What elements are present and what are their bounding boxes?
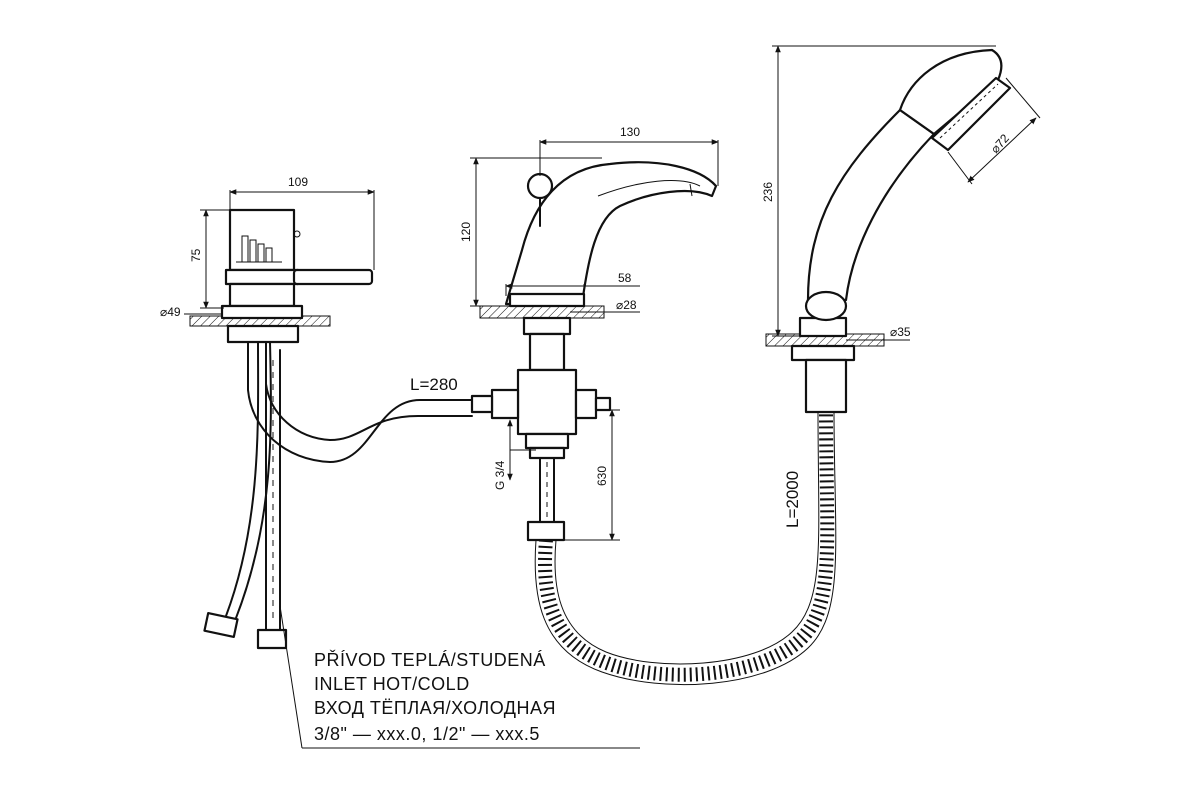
mixer-body <box>228 208 296 272</box>
shower-face-plate <box>930 76 1012 152</box>
spout-height-dimension: 120 <box>459 222 473 242</box>
cold-inlet-nut <box>203 611 239 639</box>
mixer-dimensions: 109 75 ⌀49 <box>160 175 375 319</box>
hot-inlet-nut <box>256 628 288 650</box>
shower-head-diameter-dimension: ⌀72 <box>988 131 1012 156</box>
hose-connector-nut <box>526 520 566 542</box>
inlet-note: PŘÍVOD TEPLÁ/STUDENÁ INLET HOT/COLD ВХОД… <box>279 605 640 749</box>
diverter-lower-nut <box>524 432 570 450</box>
pipe-length-label: L=280 <box>410 375 458 394</box>
spout-dimensions: 130 120 58 ⌀28 630 G 3/4 <box>459 125 719 541</box>
connecting-pipe-inner <box>329 415 473 441</box>
shower-shank <box>804 358 848 414</box>
mixer-indicator-dot <box>293 230 301 238</box>
spout-body <box>504 161 718 306</box>
diverter-left-nipple <box>470 394 494 414</box>
spout-width-dimension: 130 <box>620 125 640 139</box>
shower-lower-nut <box>790 344 856 362</box>
diverter-block <box>516 368 578 436</box>
mixer-height-dimension: 75 <box>189 248 203 262</box>
connector-length-dimension: 630 <box>595 466 609 486</box>
shower-handle <box>806 108 936 302</box>
shower-height-dimension: 236 <box>761 182 775 202</box>
mixer-supply-hoses <box>225 341 331 633</box>
mixer-collar <box>224 268 300 286</box>
mixer-base-diameter-dimension: ⌀49 <box>160 305 181 319</box>
note-line-english: INLET HOT/COLD <box>314 674 470 694</box>
mixer-nut <box>220 304 304 320</box>
shower-handle-end <box>804 290 848 322</box>
mixer-base-nut <box>226 324 300 344</box>
spout-highlight <box>597 180 701 197</box>
spout-unit <box>470 161 718 542</box>
spout-base-rim <box>508 292 586 308</box>
shower-head-body <box>898 48 1003 136</box>
mixer-control-unit <box>189 208 473 650</box>
shower-hose <box>534 409 837 686</box>
diverter-left-fitting <box>490 388 520 420</box>
thread-size-dimension: G 3/4 <box>493 460 507 490</box>
hand-shower-unit <box>765 48 1012 414</box>
mixer-grip-fins <box>236 235 282 263</box>
note-line-russian: ВХОД ТЁПЛАЯ/ХОЛОДНАЯ <box>314 698 556 718</box>
hose-length-label: L=2000 <box>783 471 802 528</box>
mixer-lower-body <box>228 282 296 308</box>
mixer-width-dimension: 109 <box>288 175 308 189</box>
pop-up-knob <box>526 172 554 200</box>
diverter-outlet <box>528 446 566 460</box>
spout-base-width-dimension: 58 <box>618 271 632 285</box>
shower-base-diameter-dimension: ⌀35 <box>890 325 911 339</box>
note-line-czech: PŘÍVOD TEPLÁ/STUDENÁ <box>314 650 546 670</box>
diverter-right-cap <box>594 396 612 412</box>
spout-shank <box>528 332 566 372</box>
spout-base-diameter-dimension: ⌀28 <box>616 298 637 312</box>
diverter-right-fitting <box>574 388 598 420</box>
mixer-lever <box>292 268 374 286</box>
note-line-sizes: 3/8" — xxx.0, 1/2" — xxx.5 <box>314 724 540 744</box>
connecting-pipe-outer <box>329 399 473 463</box>
spout-nut <box>522 316 572 336</box>
